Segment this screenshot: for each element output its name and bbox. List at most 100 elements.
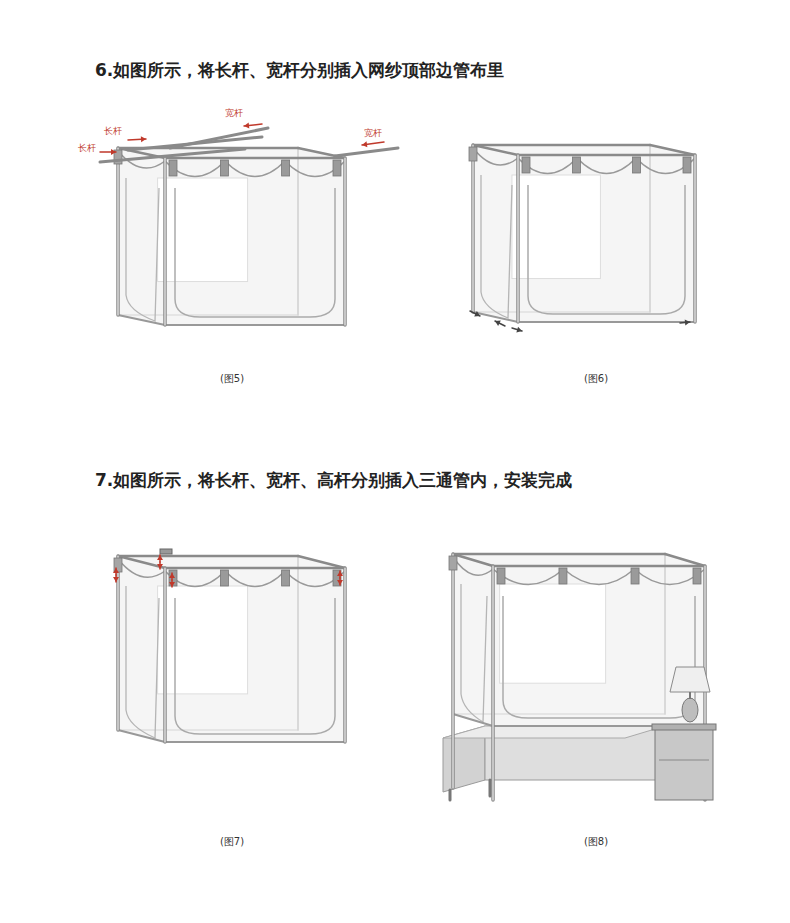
insert-arrow-head — [244, 122, 249, 128]
top-rod — [665, 554, 705, 566]
top-rod — [453, 553, 665, 556]
direction-arrow-head — [169, 582, 175, 587]
door-zipper — [528, 185, 685, 314]
direction-arrow-head — [495, 321, 501, 326]
strap-tab — [633, 157, 641, 173]
frame-pole — [116, 556, 120, 730]
strap-tab — [559, 568, 567, 584]
figure-caption: (图7) — [220, 836, 244, 848]
side-door-zipper — [126, 178, 159, 321]
frame-pole — [491, 566, 495, 800]
part-label: 长杆 — [78, 143, 96, 154]
back-edge — [453, 713, 665, 714]
valance — [165, 161, 345, 177]
net-bottom — [518, 321, 695, 323]
top-rod — [165, 567, 345, 570]
frame-pole-highlight — [452, 554, 453, 788]
door-zipper — [175, 598, 335, 734]
back-edge — [118, 729, 298, 730]
frame-pole-highlight — [472, 145, 473, 312]
strap-tab — [693, 568, 701, 584]
strap-tab — [631, 568, 639, 584]
part-label: 长杆 — [104, 126, 122, 137]
frame-pole-highlight — [344, 568, 345, 742]
frame-pole — [516, 155, 520, 322]
strap-tab — [333, 160, 341, 176]
top-rod — [298, 556, 345, 568]
bed-leg — [449, 790, 452, 800]
back-window — [512, 175, 601, 279]
lamp-stem — [689, 692, 691, 699]
strap-tab — [169, 160, 177, 176]
net-fabric — [118, 148, 345, 325]
side-door-zipper — [126, 586, 159, 738]
net-bottom — [118, 315, 165, 325]
bed-top — [443, 726, 665, 738]
valance — [518, 158, 695, 174]
valance — [493, 569, 705, 585]
net-fabric — [473, 145, 695, 322]
direction-arrow-head — [685, 320, 690, 326]
bed-leg — [489, 780, 492, 796]
figure-caption: (图5) — [220, 373, 244, 385]
top-rod — [493, 565, 705, 568]
top-rod — [473, 144, 650, 147]
back-window — [158, 178, 248, 282]
frame-pole — [163, 158, 167, 325]
back-edge — [297, 148, 299, 315]
step-heading: 7.如图所示，将长杆、宽杆、高杆分别插入三通管内，安装完成 — [95, 470, 572, 490]
top-rod — [473, 145, 518, 155]
loose-rod — [100, 149, 245, 162]
direction-arrow-head — [157, 564, 163, 569]
net-bottom — [118, 730, 165, 742]
strap-tab — [449, 556, 457, 570]
frame-pole-highlight — [117, 148, 118, 315]
frame-pole-highlight — [344, 158, 345, 325]
insert-arrow-head — [111, 149, 116, 155]
figure-5 — [100, 122, 398, 325]
figure-6 — [469, 145, 695, 332]
figure-caption: (图6) — [584, 373, 608, 385]
frame-pole-highlight — [694, 155, 695, 322]
direction-arrow-head — [474, 311, 480, 316]
back-edge — [473, 311, 650, 312]
direction-arrow — [495, 321, 505, 326]
valance — [165, 571, 345, 587]
frame-pole-highlight — [164, 158, 165, 325]
frame-pole-highlight — [164, 568, 165, 742]
direction-arrow-head — [157, 555, 163, 560]
strap-tab — [572, 157, 580, 173]
figure-7 — [113, 549, 345, 742]
top-rod — [518, 154, 695, 157]
side-door-zipper — [461, 584, 487, 722]
frame-pole — [471, 145, 475, 312]
frame-pole — [343, 158, 347, 325]
drawer-line — [659, 760, 709, 761]
strap-tab — [469, 147, 477, 161]
top-rod — [118, 556, 165, 568]
frame-pole-highlight — [517, 155, 518, 322]
top-rod — [165, 157, 345, 160]
strap-tab — [522, 157, 530, 173]
strap-tab — [220, 570, 228, 586]
net-fabric — [118, 556, 345, 742]
net-bottom — [165, 324, 345, 326]
part-label: 宽杆 — [225, 108, 243, 119]
insert-arrow-head — [141, 136, 146, 142]
top-rod — [453, 554, 493, 566]
step-heading: 6.如图所示，将长杆、宽杆分别插入网纱顶部边管布里 — [95, 60, 504, 80]
net-bottom — [165, 741, 345, 743]
strap-tab — [114, 558, 122, 572]
loose-rod — [170, 128, 268, 148]
frame-pole — [163, 568, 167, 742]
figure-caption: (图8) — [584, 836, 608, 848]
direction-arrow-head — [516, 327, 522, 333]
side-door-zipper — [481, 175, 512, 318]
top-rod — [118, 555, 298, 558]
back-window — [158, 586, 248, 694]
back-edge — [118, 314, 298, 315]
part-label: 宽杆 — [364, 128, 382, 139]
strap-tab — [683, 157, 691, 173]
direction-arrow-head — [113, 568, 119, 573]
